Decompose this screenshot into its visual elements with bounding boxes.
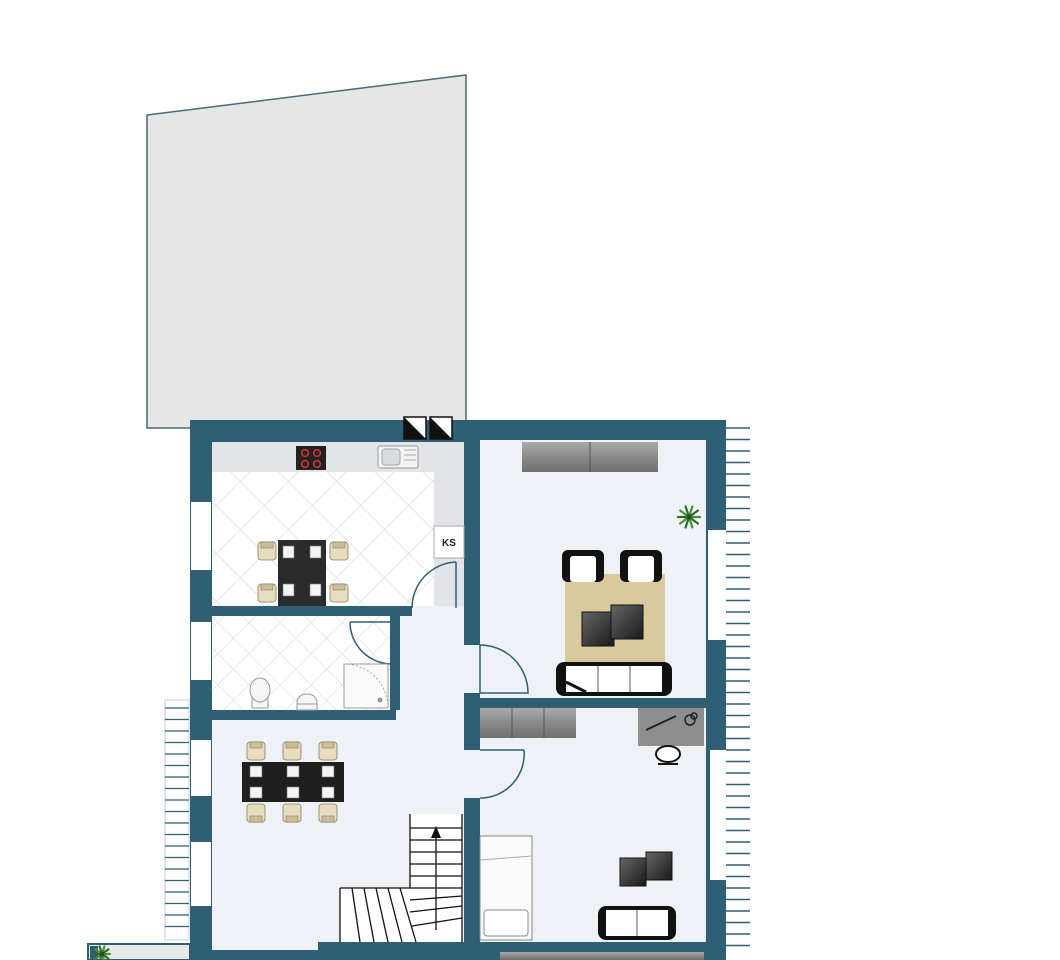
chair (257, 541, 277, 561)
wall-living-bedroom (464, 698, 710, 708)
chair (257, 583, 277, 603)
bidet (296, 693, 318, 711)
fridge: KS (433, 525, 465, 559)
stovetop-icon (296, 446, 326, 470)
kitchen-dining-table (257, 540, 349, 606)
plant-icon (676, 505, 702, 529)
balcony-railing-left (164, 699, 190, 941)
bed (479, 835, 533, 941)
side-table (619, 851, 673, 887)
door-bottom (211, 955, 233, 960)
window-dining-2 (191, 842, 211, 906)
bottom-wall-stub (398, 950, 438, 960)
staircase-arrow-icon (431, 826, 441, 838)
sofa-living (556, 662, 672, 696)
chair (329, 583, 349, 603)
chair (246, 741, 266, 761)
bottom-cabinet (500, 952, 704, 960)
desk-chair (655, 745, 681, 765)
plant-icon (92, 945, 112, 960)
wall-kitchen-bath (212, 606, 412, 616)
wall-bath-dining (212, 710, 412, 720)
kitchen-side-counter (434, 442, 464, 608)
armchair-right (620, 550, 662, 582)
sofa-bedroom (598, 906, 676, 940)
shower-tray (343, 663, 389, 709)
window-kitchen (191, 502, 211, 570)
chair (246, 803, 266, 823)
staircase (339, 814, 463, 943)
bedroom-cabinet (480, 708, 576, 738)
window-dining-1 (191, 740, 211, 796)
door-kitchen[interactable] (411, 561, 457, 609)
sink-icon (377, 445, 419, 469)
dining-table (242, 741, 344, 823)
chair (282, 741, 302, 761)
desk (638, 708, 704, 746)
door-living-room[interactable] (479, 644, 529, 694)
balcony-railing-right (710, 420, 750, 960)
chair (329, 541, 349, 561)
terrace-area (146, 74, 467, 429)
armchair-left (562, 550, 604, 582)
door-bathroom[interactable] (349, 621, 393, 665)
door-bedroom[interactable] (479, 749, 525, 799)
coffee-table (581, 604, 644, 647)
wall-bottom (318, 942, 710, 950)
chair (318, 803, 338, 823)
chair (282, 803, 302, 823)
toilet-icon (249, 677, 271, 709)
window-bath (191, 622, 211, 680)
living-cabinet (522, 442, 658, 472)
roof-window-right (429, 416, 453, 440)
roof-window-left (403, 416, 427, 440)
kitchen-counter (212, 442, 464, 472)
chair (318, 741, 338, 761)
wall-bath-hall (390, 616, 400, 712)
fridge-label: KS (442, 538, 456, 549)
